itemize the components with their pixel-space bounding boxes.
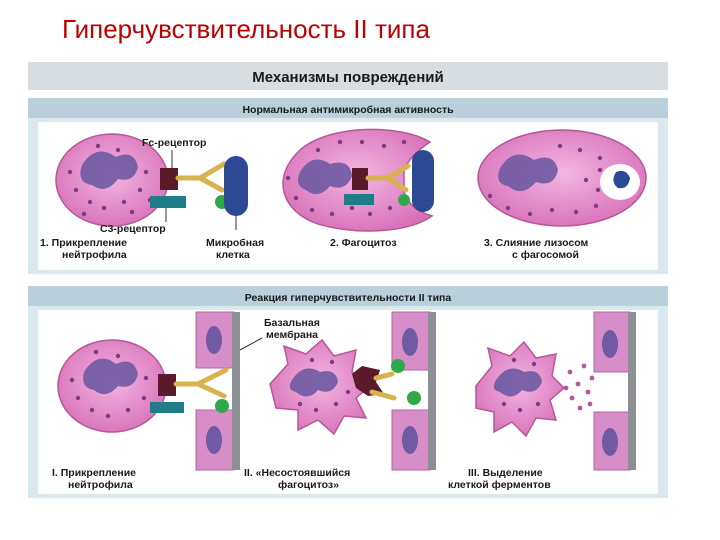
- digested-microbe: [613, 170, 630, 189]
- panel-normal-title-bar: [28, 98, 668, 118]
- antibody: [173, 367, 229, 399]
- membrane-label-line2: мембрана: [266, 329, 318, 341]
- step-i-label-line1: I. Прикрепление: [52, 467, 136, 479]
- neutrophil-degranulating: [475, 340, 566, 438]
- neutrophil-attaching-membrane: [57, 339, 167, 433]
- membrane-column-3: [593, 311, 636, 471]
- antibody: [175, 161, 227, 193]
- step-iii-label-line1: III. Выделение: [468, 467, 543, 479]
- fc-receptor-block: [160, 168, 178, 190]
- c3b-complement: [407, 391, 421, 405]
- neutrophil-phagolysosome: [477, 129, 647, 227]
- fc-receptor-block: [352, 168, 368, 190]
- step-ii-label-line1: II. «Несостоявшийся: [244, 467, 350, 479]
- fc-receptor-block: [352, 366, 384, 396]
- step-iii-label-line2: клеткой ферментов: [448, 479, 551, 491]
- nucleus: [80, 151, 138, 189]
- c3-receptor-block: [344, 194, 374, 205]
- membrane-pointer: [239, 337, 263, 351]
- c3b-complement: [398, 194, 410, 206]
- step-ii-label-line2: фагоцитоз»: [278, 479, 339, 491]
- c3-receptor-block: [150, 196, 186, 208]
- membrane-column-1: [195, 311, 240, 471]
- slide-title: Гиперчувствительность II типа: [62, 14, 430, 44]
- step3-label-line2: с фагосомой: [512, 249, 579, 261]
- panel-hypersensitivity-title: Реакция гиперчувствительности II типа: [245, 292, 452, 304]
- neutrophil-attaching: [55, 133, 169, 227]
- step3-label-line1: 3. Слияние лизосом: [484, 237, 589, 249]
- fc-receptor-label: Fc-рецептор: [142, 137, 206, 149]
- microbe-cell: [224, 156, 248, 216]
- figure-header: Механизмы повреждений: [252, 69, 444, 86]
- step1-label-line2: нейтрофила: [62, 249, 127, 261]
- panel-hypersensitivity-title-bar: [28, 286, 668, 306]
- microbe-label-line2: клетка: [216, 249, 250, 261]
- antibody: [365, 163, 411, 193]
- membrane-label-line1: Базальная: [264, 317, 320, 329]
- nucleus: [498, 154, 558, 192]
- c3b-complement: [215, 399, 229, 413]
- microbe-cell: [412, 150, 434, 212]
- neutrophil-frustrated: [269, 338, 374, 436]
- fc-receptor-block: [158, 374, 176, 396]
- step-i-label-line2: нейтрофила: [68, 479, 133, 491]
- step1-label-line1: 1. Прикрепление: [40, 237, 127, 249]
- released-enzymes: [563, 363, 595, 411]
- microbe-label-line1: Микробная: [206, 237, 264, 249]
- step2-label: 2. Фагоцитоз: [330, 237, 397, 249]
- figure-header-band: [28, 62, 668, 90]
- c3b-complement: [391, 359, 405, 373]
- c3-receptor-block: [150, 402, 184, 413]
- nucleus: [298, 159, 352, 195]
- panel-normal-title: Нормальная антимикробная активность: [242, 104, 454, 116]
- c3-receptor-label: С3-рецептор: [100, 223, 166, 235]
- antibody: [369, 371, 397, 401]
